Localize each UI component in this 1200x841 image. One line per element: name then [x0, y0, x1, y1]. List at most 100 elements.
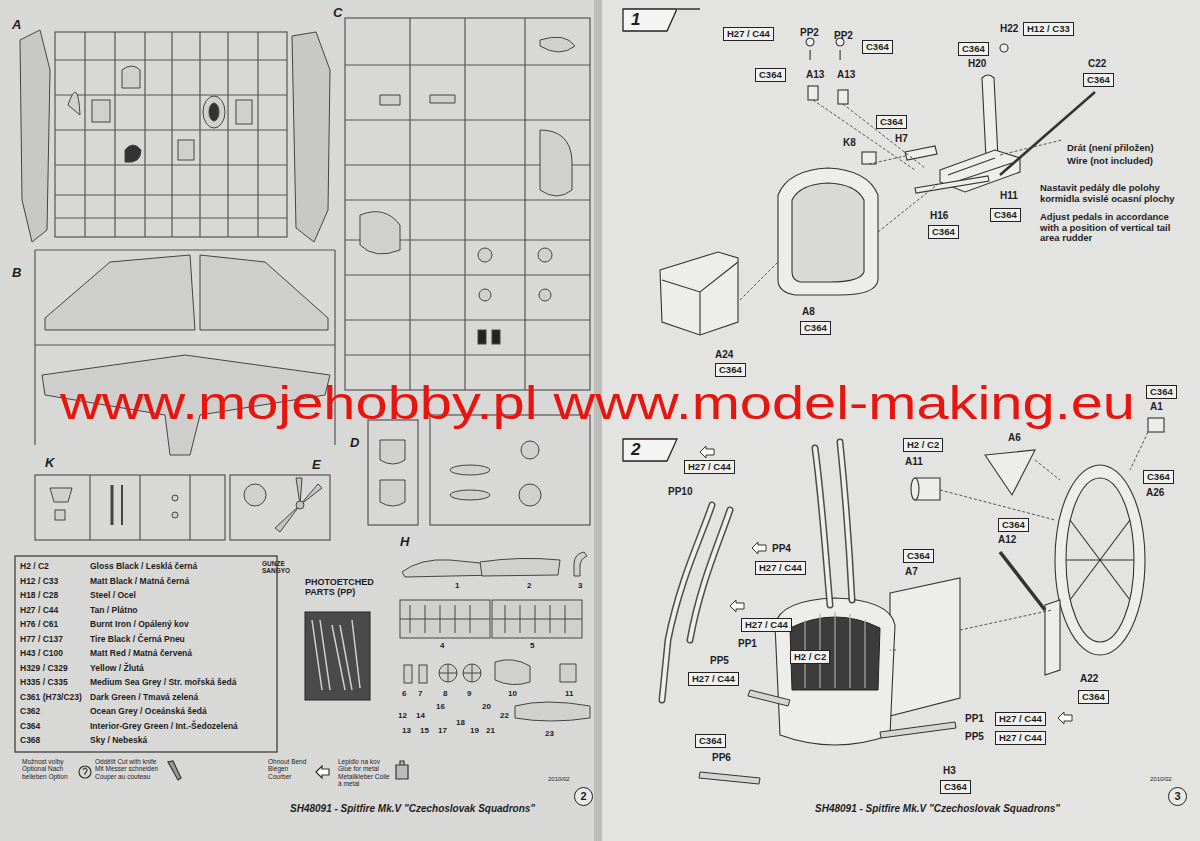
paint-name-cell: Tan / Plátno [90, 606, 138, 616]
paint-code-cell: C364 [20, 722, 40, 732]
paint-code-cell: C362 [20, 707, 40, 717]
node-text: H27 / C44 [759, 562, 802, 573]
part-number: 4 [440, 642, 444, 651]
paint-code-cell: H27 / C44 [20, 606, 58, 616]
part-label: PP5 [710, 655, 729, 666]
paint-code-cell: H76 / C61 [20, 620, 58, 630]
node-text: H2 / C2 [907, 439, 939, 450]
part-label: A22 [1080, 673, 1098, 684]
brand-logo: GUNZE SANGYO [262, 560, 292, 575]
part-label: PP2 [800, 27, 819, 38]
paint-name-cell: Steel / Ocel [90, 591, 136, 601]
sprue-letter: K [45, 456, 54, 471]
paint-code-box: C364 [695, 734, 726, 748]
node-text: H2 / C2 [794, 651, 826, 662]
sprue-letter: E [312, 458, 321, 473]
paint-code-box: H27 / C44 [755, 561, 806, 575]
paint-code-box: H27 / C44 [995, 712, 1046, 726]
page-footer: SH48091 - Spitfire Mk.V "Czechoslovak Sq… [290, 803, 535, 814]
node-text: C364 [962, 43, 985, 54]
note-text: Drát (není přiložen) [1067, 143, 1154, 154]
note-text: Adjust pedals in accordance with a posit… [1040, 212, 1190, 244]
part-label: A8 [802, 306, 815, 317]
page-number: 3 [1168, 787, 1187, 806]
symbol-legend-text: Lepidlo na kov Glue for metal Metallkleb… [338, 758, 393, 787]
step-flag-shape [622, 438, 678, 462]
part-label: K8 [843, 137, 856, 148]
paint-code-box: C364 [755, 68, 786, 82]
part-label: A26 [1146, 487, 1164, 498]
paint-code-box: H2 / C2 [903, 438, 943, 452]
paint-name-cell: Dark Green / Tmavá zelená [90, 693, 198, 703]
part-label: PP5 [965, 731, 984, 742]
node-text: C364 [1150, 386, 1173, 397]
part-number: 8 [443, 690, 447, 699]
paint-code-cell: H77 / C137 [20, 635, 63, 645]
part-number: 9 [467, 690, 471, 699]
paint-code-box: C364 [928, 225, 959, 239]
part-number: 16 [436, 703, 445, 712]
paint-code-box: C364 [1146, 385, 1177, 399]
note-text: Nastavit pedály dle polohy kormidla svis… [1040, 183, 1190, 204]
paint-code-box: C364 [940, 780, 971, 794]
part-label: A12 [998, 534, 1016, 545]
symbol-legend-text: Oddělit Cut with knife Mit Messer schnei… [95, 758, 163, 780]
node-text: C364 [907, 550, 930, 561]
paint-code-box: H27 / C44 [995, 731, 1046, 745]
paint-name-cell: Burnt Iron / Opálený kov [90, 620, 189, 630]
paint-code-box: C364 [1083, 73, 1114, 87]
part-label: H11 [1000, 190, 1018, 201]
node-text: C364 [1002, 519, 1025, 530]
part-label: H7 [895, 133, 908, 144]
part-number: 12 [398, 712, 407, 721]
part-label: A13 [806, 69, 824, 80]
paint-code-box: C364 [1143, 470, 1174, 484]
paint-code-box: H2 / C2 [790, 650, 830, 664]
part-label: A1 [1150, 401, 1163, 412]
paint-name-cell: Matt Black / Matná černá [90, 577, 189, 587]
node-text: C364 [932, 226, 955, 237]
node-text: C364 [759, 69, 782, 80]
paint-code-cell: H18 / C28 [20, 591, 58, 601]
part-label: H22 [1000, 23, 1018, 34]
part-label: H20 [968, 58, 986, 69]
paint-code-cell: H335 / C335 [20, 678, 68, 688]
part-label: PP6 [712, 752, 731, 763]
part-number: 10 [508, 690, 517, 699]
node-text: C364 [699, 735, 722, 746]
part-label: PP1 [965, 713, 984, 724]
part-number: 23 [545, 730, 554, 739]
paint-code-box: C364 [800, 321, 831, 335]
print-date: 2010/02 [1150, 776, 1172, 783]
paint-code-box: C364 [990, 208, 1021, 222]
paint-name-cell: Sky / Nebeská [90, 736, 147, 746]
node-text: 1 [622, 10, 640, 29]
part-number: 6 [402, 690, 406, 699]
part-label: A13 [837, 69, 855, 80]
node-text: C364 [944, 781, 967, 792]
paint-name-cell: Tire Black / Černá Pneu [90, 635, 185, 645]
paint-code-box: C364 [876, 115, 907, 129]
paint-name-cell: Matt Red / Matná červená [90, 649, 192, 659]
paint-name-cell: Interior-Grey Green / Int.-Šedozelená [90, 722, 238, 732]
node-text: C364 [1082, 691, 1105, 702]
watermark: www.mojehobby.pl www.model-making.eu [60, 380, 1135, 426]
node-text: H27 / C44 [692, 673, 735, 684]
part-label: H16 [930, 210, 948, 221]
node-text: H12 / C33 [1027, 23, 1070, 34]
node-text: C364 [804, 322, 827, 333]
paint-code-cell: H12 / C33 [20, 577, 58, 587]
page-number: 2 [574, 787, 593, 806]
node-text: H27 / C44 [745, 619, 788, 630]
part-label: PP2 [834, 30, 853, 41]
paint-code-box: H12 / C33 [1023, 22, 1074, 36]
paint-code-box: C364 [715, 363, 746, 377]
paint-name-cell: Ocean Grey / Oceánská šedá [90, 707, 207, 717]
node-text: 2 [580, 790, 586, 802]
node-text: 2 [622, 440, 640, 459]
part-number: 13 [402, 727, 411, 736]
part-label: C22 [1088, 58, 1106, 69]
node-text: H27 / C44 [688, 461, 731, 472]
part-number: 14 [416, 712, 425, 721]
paint-code-box: C364 [1078, 690, 1109, 704]
